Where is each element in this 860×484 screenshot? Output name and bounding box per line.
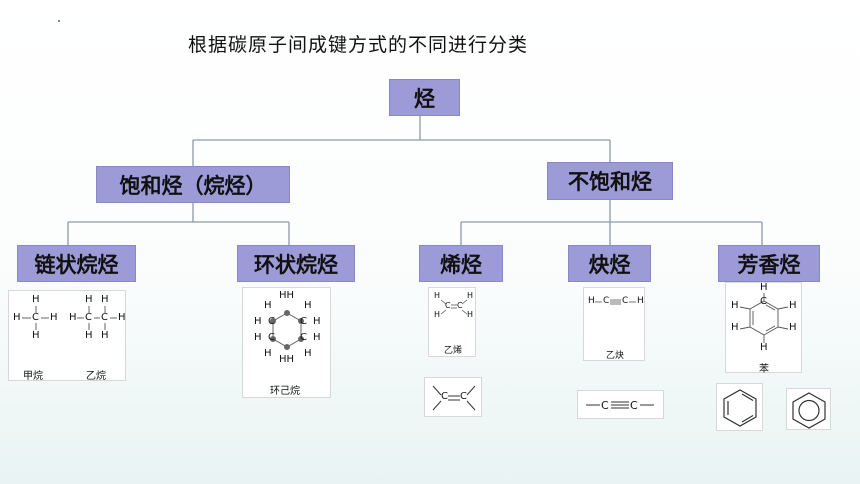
node-chain-alkane: 链状烷烃 — [17, 245, 136, 282]
benzene-kekule-skeletal — [716, 383, 763, 431]
atom-h: H — [760, 342, 768, 353]
atom-h: H — [731, 322, 739, 333]
atom-c: C — [760, 296, 767, 307]
methane-ethane-structure-lines — [22, 306, 117, 330]
benzene-structure-lines — [739, 293, 789, 343]
node-unsaturated-hydrocarbon: 不饱和烃 — [547, 162, 673, 200]
atom-c: C — [268, 316, 275, 327]
root-node-hydrocarbon: 烃 — [389, 79, 460, 116]
atom-c: C — [603, 296, 610, 306]
cyclohexane-structure-lines — [270, 310, 304, 350]
diagram-title: 根据碳原子间成键方式的不同进行分类 — [188, 34, 529, 56]
acetylene-caption: 乙炔 — [606, 351, 625, 361]
atom-c: C — [441, 391, 448, 402]
node-alkyne: 炔烃 — [568, 245, 651, 282]
atom-h: H — [434, 310, 441, 319]
atom-h: H — [313, 316, 321, 327]
node-saturated-hydrocarbon: 饱和烃（烷烃） — [96, 166, 290, 203]
atom-c: C — [85, 312, 92, 323]
atom-h: H — [313, 332, 321, 343]
atom-h: H — [101, 294, 109, 305]
ethylene-caption: 乙烯 — [444, 346, 463, 356]
atom-h: H — [264, 300, 272, 311]
ethylene-skeletal: C C — [424, 377, 482, 417]
atom-h: H — [118, 312, 126, 323]
decorative-dot — [58, 20, 60, 22]
atom-c: C — [300, 332, 307, 343]
atom-h: H — [731, 300, 739, 311]
atom-c: C — [268, 332, 275, 343]
atom-h: H — [254, 332, 262, 343]
cyclohexane-structure: HH H H H C C H H C C H H H HH 环己烷 — [242, 287, 331, 398]
atom-c: C — [32, 312, 39, 323]
atom-c: C — [457, 301, 463, 310]
atom-c: C — [630, 399, 638, 412]
atom-h: H — [789, 300, 797, 311]
atom-h: H — [32, 294, 40, 305]
atom-c: C — [445, 301, 451, 310]
ethylene-structure: H H C C H H 乙烯 — [428, 287, 476, 357]
methane-ethane-structures: H H C H H H H H C C H H H 甲烷 乙烷 — [8, 290, 126, 382]
atom-h: H — [69, 312, 77, 323]
acetylene-structure-lines — [595, 299, 636, 305]
atom-h: H — [254, 316, 262, 327]
atom-h: H — [85, 294, 93, 305]
atom-h: H — [32, 330, 40, 341]
benzene-circle-lines — [792, 392, 826, 429]
node-alkene: 烯烃 — [419, 245, 503, 282]
atom-h: H — [467, 291, 474, 300]
acetylene-structure: H C C H 乙炔 — [583, 287, 645, 361]
atom-h: H — [101, 330, 109, 341]
benzene-caption: 苯 — [759, 364, 769, 375]
atom-hh: HH — [279, 290, 295, 301]
node-aromatic-hydrocarbon: 芳香烃 — [718, 245, 820, 282]
acetylene-skeletal-lines — [586, 401, 654, 409]
atom-h: H — [85, 330, 93, 341]
atom-c: C — [460, 391, 467, 402]
cyclohexane-caption: 环己烷 — [270, 386, 300, 397]
atom-h: H — [637, 296, 644, 306]
atom-h: H — [13, 312, 21, 323]
benzene-structure: H H C H H H H 苯 — [725, 282, 802, 375]
atom-h: H — [789, 322, 797, 333]
atom-c: C — [300, 316, 307, 327]
atom-h: H — [467, 310, 474, 319]
ethane-caption: 乙烷 — [86, 371, 106, 382]
atom-h: H — [264, 348, 272, 359]
atom-h: H — [588, 296, 595, 306]
atom-h: H — [50, 312, 58, 323]
acetylene-skeletal: C C — [577, 390, 664, 419]
ethylene-structure-lines — [440, 299, 468, 315]
atom-hh: HH — [279, 354, 295, 365]
ethylene-skeletal-lines — [432, 385, 476, 411]
methane-caption: 甲烷 — [23, 371, 43, 382]
atom-c: C — [601, 399, 609, 412]
atom-c: C — [622, 296, 629, 306]
atom-h: H — [434, 291, 441, 300]
atom-h: H — [304, 300, 312, 311]
benzene-circle-skeletal — [786, 388, 831, 430]
atom-h: H — [304, 348, 312, 359]
atom-h: H — [760, 282, 768, 293]
atom-c: C — [101, 312, 108, 323]
benzene-kekule-lines — [723, 389, 757, 427]
node-cycloalkane: 环状烷烃 — [237, 245, 355, 282]
